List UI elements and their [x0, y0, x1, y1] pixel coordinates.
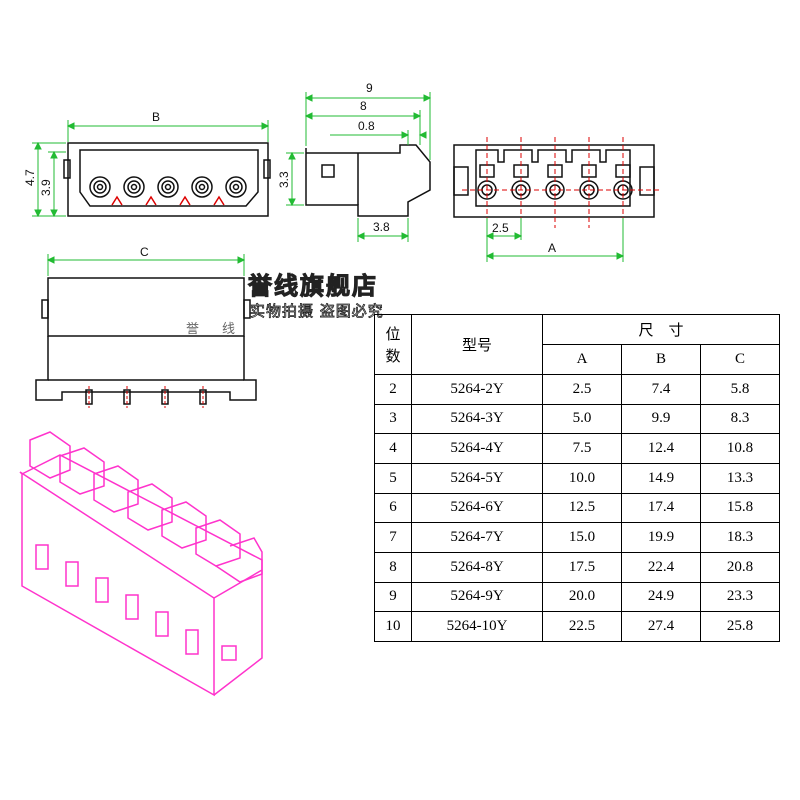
cell-positions: 3 — [374, 403, 412, 435]
dim-2-5: 2.5 — [492, 221, 509, 235]
cell-model: 5264-7Y — [411, 522, 543, 553]
cell-positions: 6 — [374, 492, 412, 524]
side-dimensions — [286, 92, 432, 242]
iso-cavities — [29, 431, 263, 583]
cell-model: 5264-8Y — [411, 551, 543, 583]
cell-model: 5264-5Y — [411, 462, 543, 494]
cell-b: 9.9 — [621, 403, 701, 435]
cell-c: 8.3 — [700, 403, 780, 435]
front-view — [63, 142, 271, 217]
cell-a: 20.0 — [542, 581, 622, 613]
cell-b: 7.4 — [621, 374, 701, 405]
cell-a: 5.0 — [542, 403, 622, 435]
header-model: 型号 — [411, 314, 543, 375]
cell-c: 18.3 — [700, 522, 780, 553]
dim-b: B — [152, 110, 160, 124]
cell-c: 5.8 — [700, 374, 780, 405]
cell-c: 10.8 — [700, 433, 780, 464]
center-lines — [462, 137, 660, 228]
cell-positions: 5 — [374, 462, 412, 494]
cell-positions: 7 — [374, 522, 412, 553]
dim-a: A — [548, 241, 556, 255]
cell-positions: 9 — [374, 581, 412, 613]
cell-b: 17.4 — [621, 492, 701, 524]
cell-a: 10.0 — [542, 462, 622, 494]
top-dimensions — [485, 218, 625, 262]
watermark-title: 誉线旗舰店 — [248, 272, 378, 301]
cell-model: 5264-4Y — [411, 433, 543, 464]
cell-b: 24.9 — [621, 581, 701, 613]
cell-a: 22.5 — [542, 611, 622, 642]
side-view — [305, 144, 431, 217]
cell-c: 23.3 — [700, 581, 780, 613]
dim-4-7: 4.7 — [23, 169, 37, 186]
cell-positions: 4 — [374, 433, 412, 464]
cell-a: 12.5 — [542, 492, 622, 524]
bottom-dimensions — [46, 254, 246, 276]
cell-b: 12.4 — [621, 433, 701, 464]
watermark-subtitle: 实物拍摄 盗图必究 — [250, 302, 384, 321]
dim-3-8: 3.8 — [373, 220, 390, 234]
front-dimensions — [32, 120, 270, 218]
cell-c: 20.8 — [700, 551, 780, 583]
cell-b: 22.4 — [621, 551, 701, 583]
top-view — [453, 137, 660, 228]
header-size: 尺 寸 — [542, 314, 780, 345]
cell-model: 5264-10Y — [411, 611, 543, 642]
dim-0-8: 0.8 — [358, 119, 375, 133]
dim-9: 9 — [366, 81, 373, 95]
cell-model: 5264-6Y — [411, 492, 543, 524]
cell-model: 5264-9Y — [411, 581, 543, 613]
cell-a: 17.5 — [542, 551, 622, 583]
dim-c: C — [140, 245, 149, 259]
header-col-c: C — [700, 344, 780, 375]
cell-b: 14.9 — [621, 462, 701, 494]
cell-model: 5264-2Y — [411, 374, 543, 405]
dim-3-9: 3.9 — [39, 179, 53, 196]
cell-c: 15.8 — [700, 492, 780, 524]
dim-8: 8 — [360, 99, 367, 113]
isometric-view — [19, 431, 263, 697]
cell-a: 15.0 — [542, 522, 622, 553]
header-positions: 位 数 — [374, 314, 412, 375]
watermark-char-left: 誉 — [186, 322, 200, 337]
cell-c: 25.8 — [700, 611, 780, 642]
bottom-view — [35, 277, 257, 408]
cell-c: 13.3 — [700, 462, 780, 494]
cell-b: 19.9 — [621, 522, 701, 553]
cell-positions: 8 — [374, 551, 412, 583]
cell-positions: 2 — [374, 374, 412, 405]
header-col-a: A — [542, 344, 622, 375]
cell-model: 5264-3Y — [411, 403, 543, 435]
dim-3-3: 3.3 — [277, 171, 291, 188]
front-pins — [89, 176, 247, 198]
cell-a: 7.5 — [542, 433, 622, 464]
watermark-char-right: 线 — [222, 322, 236, 337]
cell-positions: 10 — [374, 611, 412, 642]
iso-windows — [35, 544, 199, 655]
cell-a: 2.5 — [542, 374, 622, 405]
header-col-b: B — [621, 344, 701, 375]
cell-b: 27.4 — [621, 611, 701, 642]
